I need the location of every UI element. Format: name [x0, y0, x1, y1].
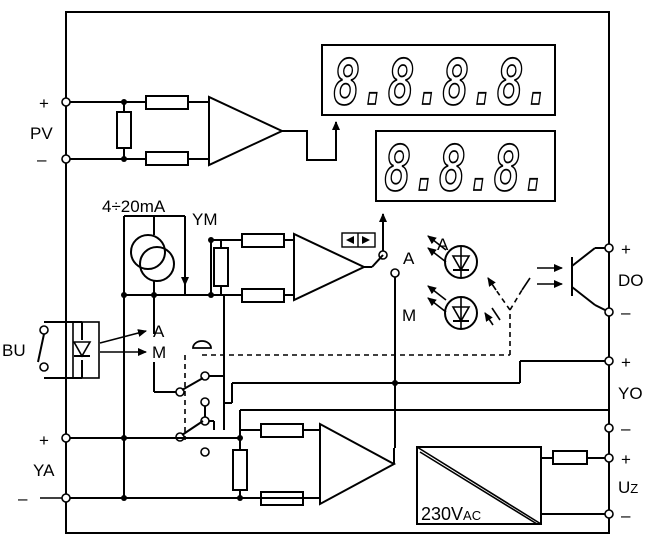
enclosure	[65, 11, 610, 534]
led-a-label: A	[437, 235, 449, 254]
pv-minus-sign: –	[37, 150, 47, 169]
display-bottom: 8.8.8.	[375, 130, 556, 206]
ya-circuit	[40, 422, 397, 506]
pv-label: PV	[30, 124, 53, 143]
ya-resistor-upper	[260, 423, 304, 438]
am-selector-switch	[341, 213, 400, 448]
led-m-label: M	[402, 306, 416, 325]
relay-switches	[153, 295, 510, 457]
do-plus-sign: +	[621, 240, 631, 259]
pv-plus-terminal	[61, 97, 71, 107]
ya-minus-terminal	[61, 493, 71, 503]
pv-resistor-upper	[145, 95, 189, 110]
bu-sw-a: A	[153, 322, 165, 341]
pv-resistor-lower	[145, 151, 189, 166]
display-bottom-digits: 8.8.8.	[384, 132, 548, 205]
uz-minus-terminal	[604, 509, 614, 519]
ya-label: YA	[33, 461, 55, 480]
ya-plus-terminal	[61, 433, 71, 443]
ym-amplifier	[293, 232, 367, 302]
uz-plus-terminal	[604, 453, 614, 463]
ym-shunt-resistor	[213, 247, 229, 287]
uz-label: UZ	[618, 478, 638, 497]
pv-shunt-resistor	[116, 111, 132, 149]
display-top-digits: 8.8.8.8.	[333, 46, 551, 119]
bu-label: BU	[2, 341, 26, 360]
ya-amplifier	[319, 422, 397, 506]
uz-plus-sign: +	[621, 450, 631, 469]
current-source	[130, 234, 166, 270]
ya-plus-sign: +	[39, 431, 49, 450]
do-label: DO	[618, 271, 644, 290]
yo-minus-terminal	[604, 423, 614, 433]
switch-label-a: A	[403, 249, 415, 268]
pv-amplifier	[208, 95, 285, 167]
ym-resistor-lower	[241, 288, 285, 303]
ym-resistor-upper	[241, 233, 285, 248]
pv-minus-terminal	[61, 154, 71, 164]
ym-label: YM	[192, 210, 218, 229]
led-m-indicator	[427, 285, 478, 330]
ya-minus-sign: –	[18, 489, 28, 508]
power-supply	[416, 446, 609, 525]
yo-output-wiring	[231, 360, 609, 430]
bu-sw-m: M	[152, 343, 166, 362]
led-a-indicator	[427, 235, 478, 279]
do-plus-terminal	[604, 243, 614, 253]
yo-minus-sign: –	[621, 419, 631, 438]
optocoupler-input	[72, 321, 100, 379]
current-range-label: 4÷20mA	[102, 197, 166, 216]
pv-input-circuit	[66, 95, 340, 167]
ya-shunt-resistor	[232, 449, 248, 491]
bu-input-circuit	[37, 321, 147, 379]
do-minus-terminal	[604, 307, 614, 317]
yo-plus-terminal	[604, 356, 614, 366]
do-minus-sign: –	[621, 303, 631, 322]
yo-label: YO	[618, 384, 643, 403]
pv-plus-sign: +	[39, 94, 49, 113]
do-optocoupler	[484, 247, 610, 355]
ym-circuit	[121, 215, 372, 498]
display-top: 8.8.8.8.	[321, 44, 556, 120]
fuse	[552, 450, 588, 465]
uz-minus-sign: –	[621, 506, 631, 525]
yo-plus-sign: +	[621, 353, 631, 372]
psu-voltage-label: 230VAC	[421, 504, 481, 524]
